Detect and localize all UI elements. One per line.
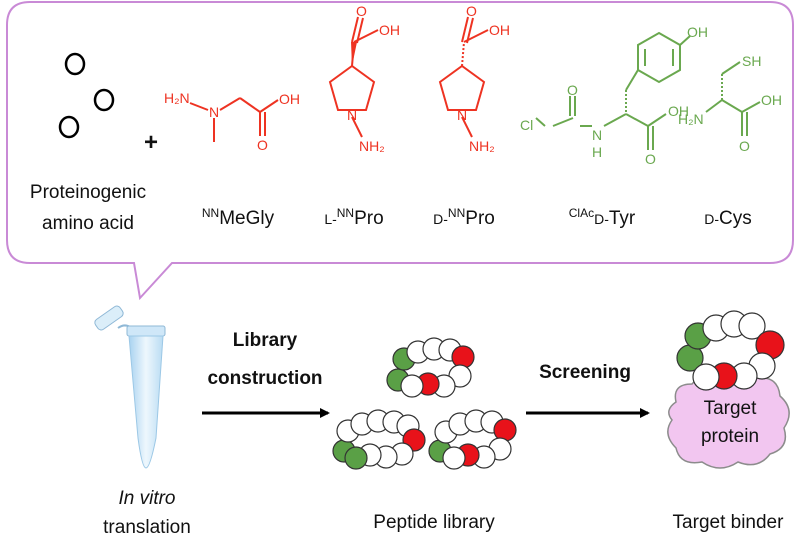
l-nnpro-nh2: NH₂ [359,138,385,154]
peptide-library [332,337,517,470]
proteinogenic-circles [58,52,115,139]
target-label-line1: Target [704,398,758,419]
binder-caption: Target binder [673,512,785,533]
bound-peptide-ring [676,310,785,391]
clac-d-tyr-label: ClAcD-Tyr [569,206,636,229]
d-cys-label-main: Cys [719,208,752,229]
l-nnpro-n: N [347,107,357,123]
tube-caption-line1: In vitro [118,488,175,509]
d-nnpro-nh2: NH₂ [469,138,495,154]
peptide-ring-2 [332,409,426,470]
l-nnpro-label-prefix: L- [324,211,337,227]
d-nnpro-label: D-NNPro [433,206,495,229]
proteinogenic-label-line2: amino acid [42,213,134,234]
clac-d-tyr-cl: Cl [520,117,533,133]
d-nnpro-o: O [466,3,477,19]
d-nnpro-label-sup: NN [448,206,465,220]
l-nnpro-label: L-NNPro [324,206,383,229]
d-cys-sh: SH [742,53,761,69]
clac-d-tyr-o-acyl: O [567,82,578,98]
amino-acid-circle [64,52,86,76]
d-cys-structure [705,61,761,136]
plus-sign: + [144,129,158,156]
clac-d-tyr-h: H [592,144,602,160]
d-cys-oh: OH [761,92,782,108]
d-nnpro-label-prefix: D- [433,211,448,227]
clac-d-tyr-label-main: Tyr [609,208,636,229]
l-nnpro-o: O [356,3,367,19]
nnmegly-o: O [257,137,268,153]
nnmegly-h2n: H₂N [164,90,190,106]
clac-d-tyr-label-sup: ClAc [569,206,594,220]
d-nnpro-oh: OH [489,22,510,38]
d-nnpro-structure [438,16,489,138]
l-nnpro-label-main: Pro [354,208,384,229]
clac-d-tyr-oh-top: OH [687,24,708,40]
l-nnpro-wedge [351,42,357,66]
amino-acid-circle [58,115,80,139]
amino-acid-circle [93,88,115,112]
nnmegly-label-main: MeGly [219,208,274,229]
clac-d-tyr-structure [535,31,691,150]
clac-d-tyr-n: N [592,127,602,143]
library-caption: Peptide library [373,512,495,533]
tube-icon [94,305,166,469]
clac-d-tyr-label-prefix: D- [594,211,609,227]
step1-label-line1: Library [233,330,298,351]
d-nnpro-n: N [457,107,467,123]
peptide-ring-3 [428,409,517,470]
l-nnpro-oh: OH [379,22,400,38]
callout-bubble [6,1,794,301]
d-cys-label: D-Cys [704,208,752,229]
step1-label-line2: construction [207,368,322,389]
target-label-line2: protein [701,426,759,447]
nnmegly-oh: OH [279,91,300,107]
nnmegly-structure [189,97,279,142]
d-nnpro-label-main: Pro [465,208,495,229]
d-cys-o: O [739,138,750,154]
clac-d-tyr-oh: OH [668,103,689,119]
d-cys-label-prefix: D- [704,211,719,227]
nnmegly-label: NNMeGly [202,206,275,229]
d-cys-h2n: H₂N [678,111,704,127]
l-nnpro-label-sup: NN [337,206,354,220]
clac-d-tyr-o: O [645,151,656,167]
target-binder: Target protein [667,310,790,469]
peptide-ring-1 [386,337,475,398]
step2-label: Screening [539,362,631,383]
tube-caption-line2: translation [103,517,191,538]
nnmegly-n: N [209,104,219,120]
proteinogenic-label-line1: Proteinogenic [30,182,146,203]
nnmegly-label-sup: NN [202,206,219,220]
